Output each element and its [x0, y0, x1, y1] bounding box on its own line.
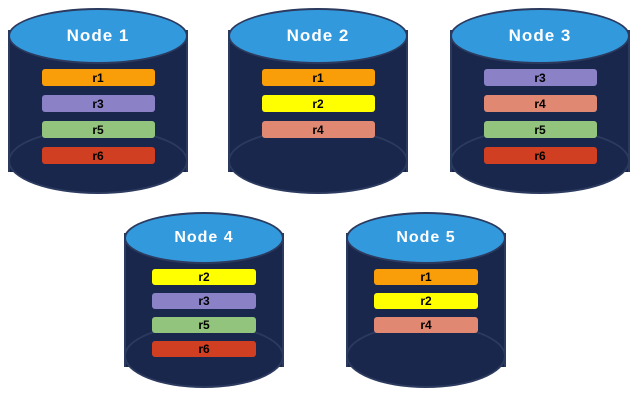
cylinder-top — [228, 8, 408, 64]
replica-list: r2 r3 r5 r6 — [124, 264, 284, 357]
replica-bar[interactable]: r4 — [374, 317, 478, 333]
cylinder-top — [450, 8, 630, 64]
replica-bar[interactable]: r3 — [152, 293, 256, 309]
replica-list: r1 r3 r5 r6 — [8, 64, 188, 164]
replica-bar[interactable]: r4 — [261, 121, 375, 138]
replica-bar[interactable]: r1 — [41, 69, 155, 86]
replica-bar[interactable]: r6 — [152, 341, 256, 357]
replica-list: r3 r4 r5 r6 — [450, 64, 630, 164]
replica-bar[interactable]: r2 — [152, 269, 256, 285]
replica-bar[interactable]: r2 — [374, 293, 478, 309]
replica-list: r1 r2 r4 — [346, 264, 506, 333]
cylinder-bottom — [346, 324, 506, 388]
replica-bar[interactable]: r5 — [483, 121, 597, 138]
replica-bar[interactable]: r6 — [483, 147, 597, 164]
replica-bar[interactable]: r3 — [483, 69, 597, 86]
replica-bar[interactable]: r5 — [41, 121, 155, 138]
cylinder-bottom — [124, 324, 284, 388]
replica-bar[interactable]: r6 — [41, 147, 155, 164]
replica-bar[interactable]: r1 — [261, 69, 375, 86]
replica-bar[interactable]: r5 — [152, 317, 256, 333]
replica-bar[interactable]: r1 — [374, 269, 478, 285]
cylinder-top — [124, 212, 284, 264]
replica-list: r1 r2 r4 — [228, 64, 408, 138]
replica-bar[interactable]: r4 — [483, 95, 597, 112]
cylinder-top — [346, 212, 506, 264]
replica-bar[interactable]: r2 — [261, 95, 375, 112]
cylinder-top — [8, 8, 188, 64]
replica-bar[interactable]: r3 — [41, 95, 155, 112]
